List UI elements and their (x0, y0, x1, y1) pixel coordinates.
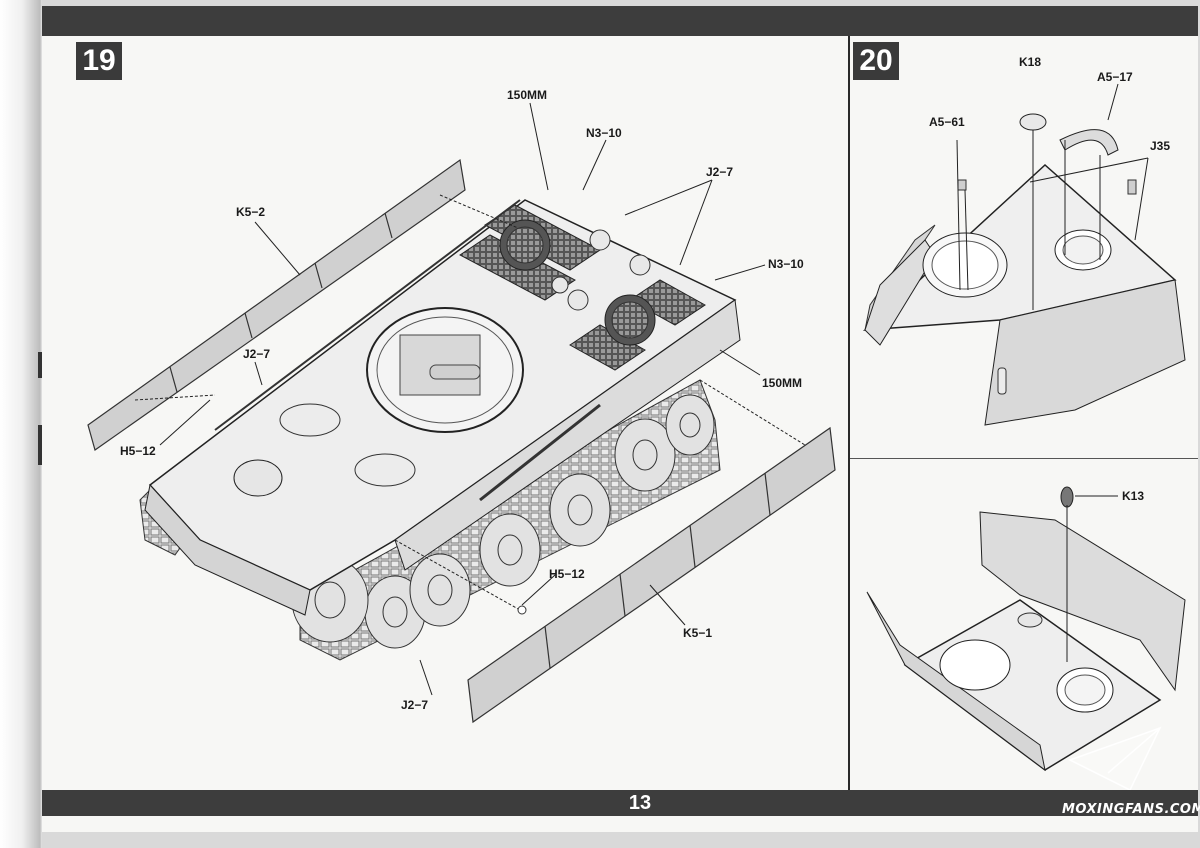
step-number-badge: 20 (853, 42, 899, 80)
part-a5-61 (957, 179, 967, 191)
watermark-text: MOXINGFANS.COM (1062, 802, 1200, 817)
callout-label: N3−10 (586, 126, 622, 140)
grille (569, 324, 646, 371)
callout-label: H5−12 (120, 444, 156, 458)
callout-label: J2−7 (243, 347, 271, 361)
hatch (551, 276, 569, 294)
callout-label: N3−10 (768, 257, 804, 271)
callout-label: K18 (1019, 55, 1042, 69)
page-number: 13 (628, 792, 652, 814)
hatch (589, 229, 611, 251)
step-divider-horizontal (850, 458, 1198, 459)
hull-side (394, 299, 741, 571)
step-divider-vertical (848, 36, 850, 790)
part-k18 (1019, 113, 1047, 131)
callout-label: H5−12 (549, 567, 585, 581)
turret-left-wall-open (866, 591, 1046, 772)
header-bar (42, 6, 1198, 36)
callout-label: A5−17 (1097, 70, 1133, 84)
tow-cable (214, 199, 521, 431)
side-skirt-k5-2 (87, 158, 466, 451)
callout-label: K5−1 (683, 626, 713, 640)
step-19-drawing (87, 102, 836, 724)
hull-front-plate (144, 483, 311, 616)
callout-label: 150MM (762, 376, 803, 390)
driver-hatch (233, 459, 283, 497)
callout-label: A5−61 (929, 115, 965, 129)
commander-opening (939, 639, 1011, 691)
callout-label: K13 (1122, 489, 1145, 503)
step-20-turret-drawing-top (862, 83, 1186, 426)
callout-label: J2−7 (706, 165, 734, 179)
paper-plane-logo-icon (1068, 726, 1162, 792)
deck-hatch (279, 403, 341, 437)
binding-mark (38, 352, 42, 378)
leader-lines-step-20-top (956, 83, 1149, 310)
barrel-cleaning-rod (479, 403, 601, 502)
grille (629, 279, 706, 326)
binding-mark (38, 425, 42, 465)
road-wheels (291, 394, 715, 649)
callout-label: 150MM (507, 88, 548, 102)
callout-label: K5−2 (236, 205, 266, 219)
deck-hatch (354, 453, 416, 487)
part-j35 (1127, 179, 1137, 195)
side-skirt-k5-1 (467, 426, 836, 724)
hatch (629, 254, 651, 276)
leader-lines-step-19 (134, 102, 806, 696)
turret-rear-wall (979, 511, 1186, 692)
pin-h5-12 (517, 605, 527, 615)
step-number-badge: 19 (76, 42, 122, 80)
callout-label: J35 (1150, 139, 1171, 153)
footer-bar (42, 790, 1198, 816)
step-20-turret-drawing-bottom (866, 486, 1186, 772)
binding-spine (0, 0, 42, 848)
callout-label: J2−7 (401, 698, 429, 712)
part-a5-17 (1059, 129, 1119, 156)
part-k13 (1060, 486, 1074, 508)
hatch (567, 289, 589, 311)
turret-side-plate (984, 279, 1186, 426)
